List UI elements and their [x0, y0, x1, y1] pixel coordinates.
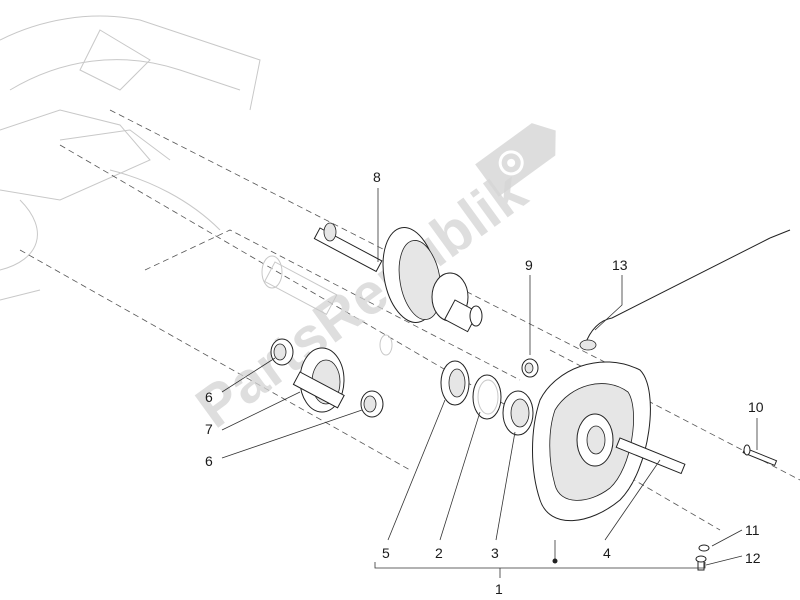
part-3-bearing — [502, 390, 534, 436]
part-9-bush — [521, 358, 539, 378]
callout-13: 13 — [612, 257, 628, 273]
callout-6-upper: 6 — [205, 389, 213, 405]
part-11-washer — [698, 544, 710, 552]
part-13-breather-pipe — [579, 229, 791, 351]
part-5-oil-seal — [440, 360, 470, 406]
callout-2: 2 — [435, 545, 443, 561]
callout-4: 4 — [603, 545, 611, 561]
callout-8: 8 — [373, 169, 381, 185]
ghost-shaft — [261, 255, 393, 356]
leader-lines — [221, 188, 758, 578]
ghost-frame — [0, 15, 261, 301]
part-6-bearing-lower — [360, 390, 384, 418]
part-7-intermediate-gear — [292, 347, 345, 413]
part-8-drive-shaft-gear — [313, 222, 483, 333]
callout-9: 9 — [525, 257, 533, 273]
callout-5: 5 — [382, 545, 390, 561]
gear-icon — [475, 123, 556, 197]
part-6-bearing-upper — [270, 338, 294, 366]
callout-6-lower: 6 — [205, 453, 213, 469]
callout-7: 7 — [205, 421, 213, 437]
callout-11: 11 — [745, 522, 760, 538]
callout-labels: 8 9 13 10 6 7 6 5 2 3 4 11 12 1 — [205, 169, 764, 597]
part-2-circlip — [472, 374, 502, 420]
callout-10: 10 — [748, 399, 764, 415]
callout-12: 12 — [745, 550, 761, 566]
part-10-bolt — [742, 444, 778, 467]
part-12-screw — [695, 555, 707, 571]
part-4-transmission-cover — [532, 361, 686, 522]
callout-1: 1 — [495, 581, 503, 597]
callout-3: 3 — [491, 545, 499, 561]
